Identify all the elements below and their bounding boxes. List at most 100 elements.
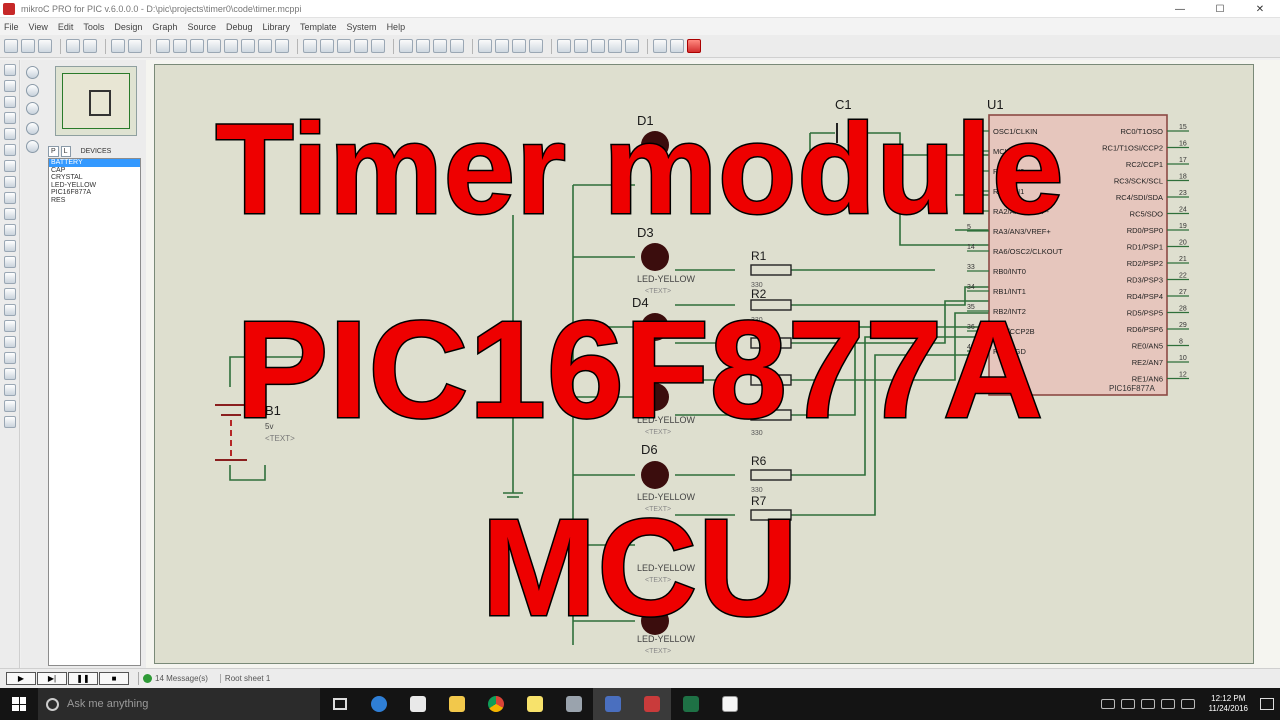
mirror-x-icon[interactable]	[26, 122, 39, 135]
subcircuit-icon[interactable]	[3, 160, 16, 172]
search-tag-icon[interactable]	[574, 39, 588, 53]
component-mode-icon[interactable]	[3, 80, 16, 92]
graph-mode-icon[interactable]	[3, 208, 16, 220]
symbol-icon[interactable]	[3, 400, 16, 412]
print-area-icon[interactable]	[128, 39, 142, 53]
arc-icon[interactable]	[3, 352, 16, 364]
voltage-probe-icon[interactable]	[3, 256, 16, 268]
resistor-r6[interactable]: R6 330	[750, 454, 792, 494]
menu-help[interactable]: Help	[386, 21, 406, 32]
menu-file[interactable]: File	[4, 21, 19, 32]
store-icon[interactable]	[398, 688, 437, 720]
origin-icon[interactable]	[190, 39, 204, 53]
minimize-button[interactable]: —	[1175, 3, 1185, 15]
action-center-icon[interactable]	[1260, 698, 1274, 710]
menu-edit[interactable]: Edit	[57, 21, 74, 32]
current-probe-icon[interactable]	[3, 272, 16, 284]
pick-device-tab[interactable]: P	[48, 146, 59, 157]
marker-icon[interactable]	[3, 416, 16, 428]
menu-graph[interactable]: Graph	[152, 21, 178, 32]
zoom-out-icon[interactable]	[241, 39, 255, 53]
people-icon[interactable]	[1100, 699, 1115, 709]
decompose-icon[interactable]	[529, 39, 543, 53]
resistor-r1[interactable]: R1 330	[750, 249, 792, 289]
excel-icon[interactable]	[671, 688, 710, 720]
led-bottom-1[interactable]: LED-YELLOW <TEXT>	[637, 563, 696, 584]
led-d5[interactable]: LED-YELLOW <TEXT>	[637, 383, 696, 436]
angle-field-icon[interactable]	[26, 102, 39, 115]
close-button[interactable]: ✕	[1255, 3, 1265, 15]
import-icon[interactable]	[66, 39, 80, 53]
zoom-all-icon[interactable]	[258, 39, 272, 53]
library-tab[interactable]: L	[60, 146, 71, 157]
resistor-r5[interactable]: 330	[750, 409, 792, 437]
menu-tools[interactable]: Tools	[83, 21, 105, 32]
snipping-tool-icon[interactable]	[554, 688, 593, 720]
device-item[interactable]: CAP	[51, 166, 66, 174]
system-clock[interactable]: 12:12 PM 11/24/2016	[1209, 694, 1248, 714]
box-icon[interactable]	[3, 320, 16, 332]
bill-of-materials-icon[interactable]	[653, 39, 667, 53]
chrome-icon[interactable]	[476, 688, 515, 720]
device-item[interactable]: LED-YELLOW	[51, 181, 97, 189]
device-item[interactable]: BATTERY	[49, 159, 140, 167]
task-view-icon[interactable]	[320, 688, 359, 720]
message-count[interactable]: 14 Message(s)	[138, 672, 208, 685]
make-device-icon[interactable]	[495, 39, 509, 53]
netlist-to-ares-icon[interactable]	[687, 39, 701, 53]
print-icon[interactable]	[111, 39, 125, 53]
save-icon[interactable]	[38, 39, 52, 53]
zoom-area-icon[interactable]	[275, 39, 289, 53]
circle-icon[interactable]	[3, 336, 16, 348]
led-d3[interactable]: D3 LED-YELLOW <TEXT>	[637, 225, 696, 295]
device-item[interactable]: PIC16F877A	[51, 189, 92, 196]
menu-template[interactable]: Template	[300, 21, 337, 32]
paste-icon[interactable]	[371, 39, 385, 53]
schematic-canvas[interactable]: B1 5v <TEXT> C1 D1	[146, 60, 1280, 668]
menu-source[interactable]: Source	[187, 21, 216, 32]
block-rotate-icon[interactable]	[433, 39, 447, 53]
selection-mode-icon[interactable]	[3, 64, 16, 76]
path-icon[interactable]	[3, 368, 16, 380]
maximize-button[interactable]: ☐	[1215, 3, 1225, 15]
package-tool-icon[interactable]	[512, 39, 526, 53]
resistor-r3[interactable]	[750, 337, 792, 349]
open-file-icon[interactable]	[21, 39, 35, 53]
overview-window[interactable]	[55, 66, 137, 136]
start-button[interactable]	[0, 688, 38, 720]
menu-system[interactable]: System	[346, 21, 377, 32]
grid-icon[interactable]	[173, 39, 187, 53]
device-item[interactable]: RES	[51, 196, 66, 204]
play-button[interactable]: ▶	[6, 672, 36, 685]
text-icon[interactable]	[3, 384, 16, 396]
pause-button[interactable]: ❚❚	[68, 672, 98, 685]
junction-dot-icon[interactable]	[3, 96, 16, 108]
mikroc-icon[interactable]	[632, 688, 671, 720]
zoom-in-icon[interactable]	[224, 39, 238, 53]
tape-recorder-icon[interactable]	[3, 224, 16, 236]
virtual-instruments-icon[interactable]	[3, 288, 16, 300]
resistor-r4[interactable]	[750, 374, 792, 386]
led-d4[interactable]: D4	[632, 295, 669, 341]
menu-debug[interactable]: Debug	[225, 21, 253, 32]
battery-icon[interactable]	[1160, 699, 1175, 709]
line-icon[interactable]	[3, 304, 16, 316]
led-bottom-2[interactable]: LED-YELLOW <TEXT>	[637, 607, 696, 655]
property-assignment-icon[interactable]	[591, 39, 605, 53]
pick-device-icon[interactable]	[478, 39, 492, 53]
battery-b1[interactable]: B1 5v <TEXT>	[215, 403, 295, 461]
wire-autorouter-icon[interactable]	[557, 39, 571, 53]
capacitor-c1[interactable]: C1	[835, 97, 852, 143]
export-icon[interactable]	[83, 39, 97, 53]
volume-icon[interactable]	[1180, 699, 1195, 709]
notepad-icon[interactable]	[710, 688, 749, 720]
electrical-rules-icon[interactable]	[670, 39, 684, 53]
device-item[interactable]: CRYSTAL	[51, 174, 83, 181]
menu-view[interactable]: View	[28, 21, 48, 32]
copy-icon[interactable]	[354, 39, 368, 53]
undo-icon[interactable]	[303, 39, 317, 53]
text-script-icon[interactable]	[3, 128, 16, 140]
pan-icon[interactable]	[207, 39, 221, 53]
cut-icon[interactable]	[337, 39, 351, 53]
chevron-up-icon[interactable]	[1120, 699, 1135, 709]
